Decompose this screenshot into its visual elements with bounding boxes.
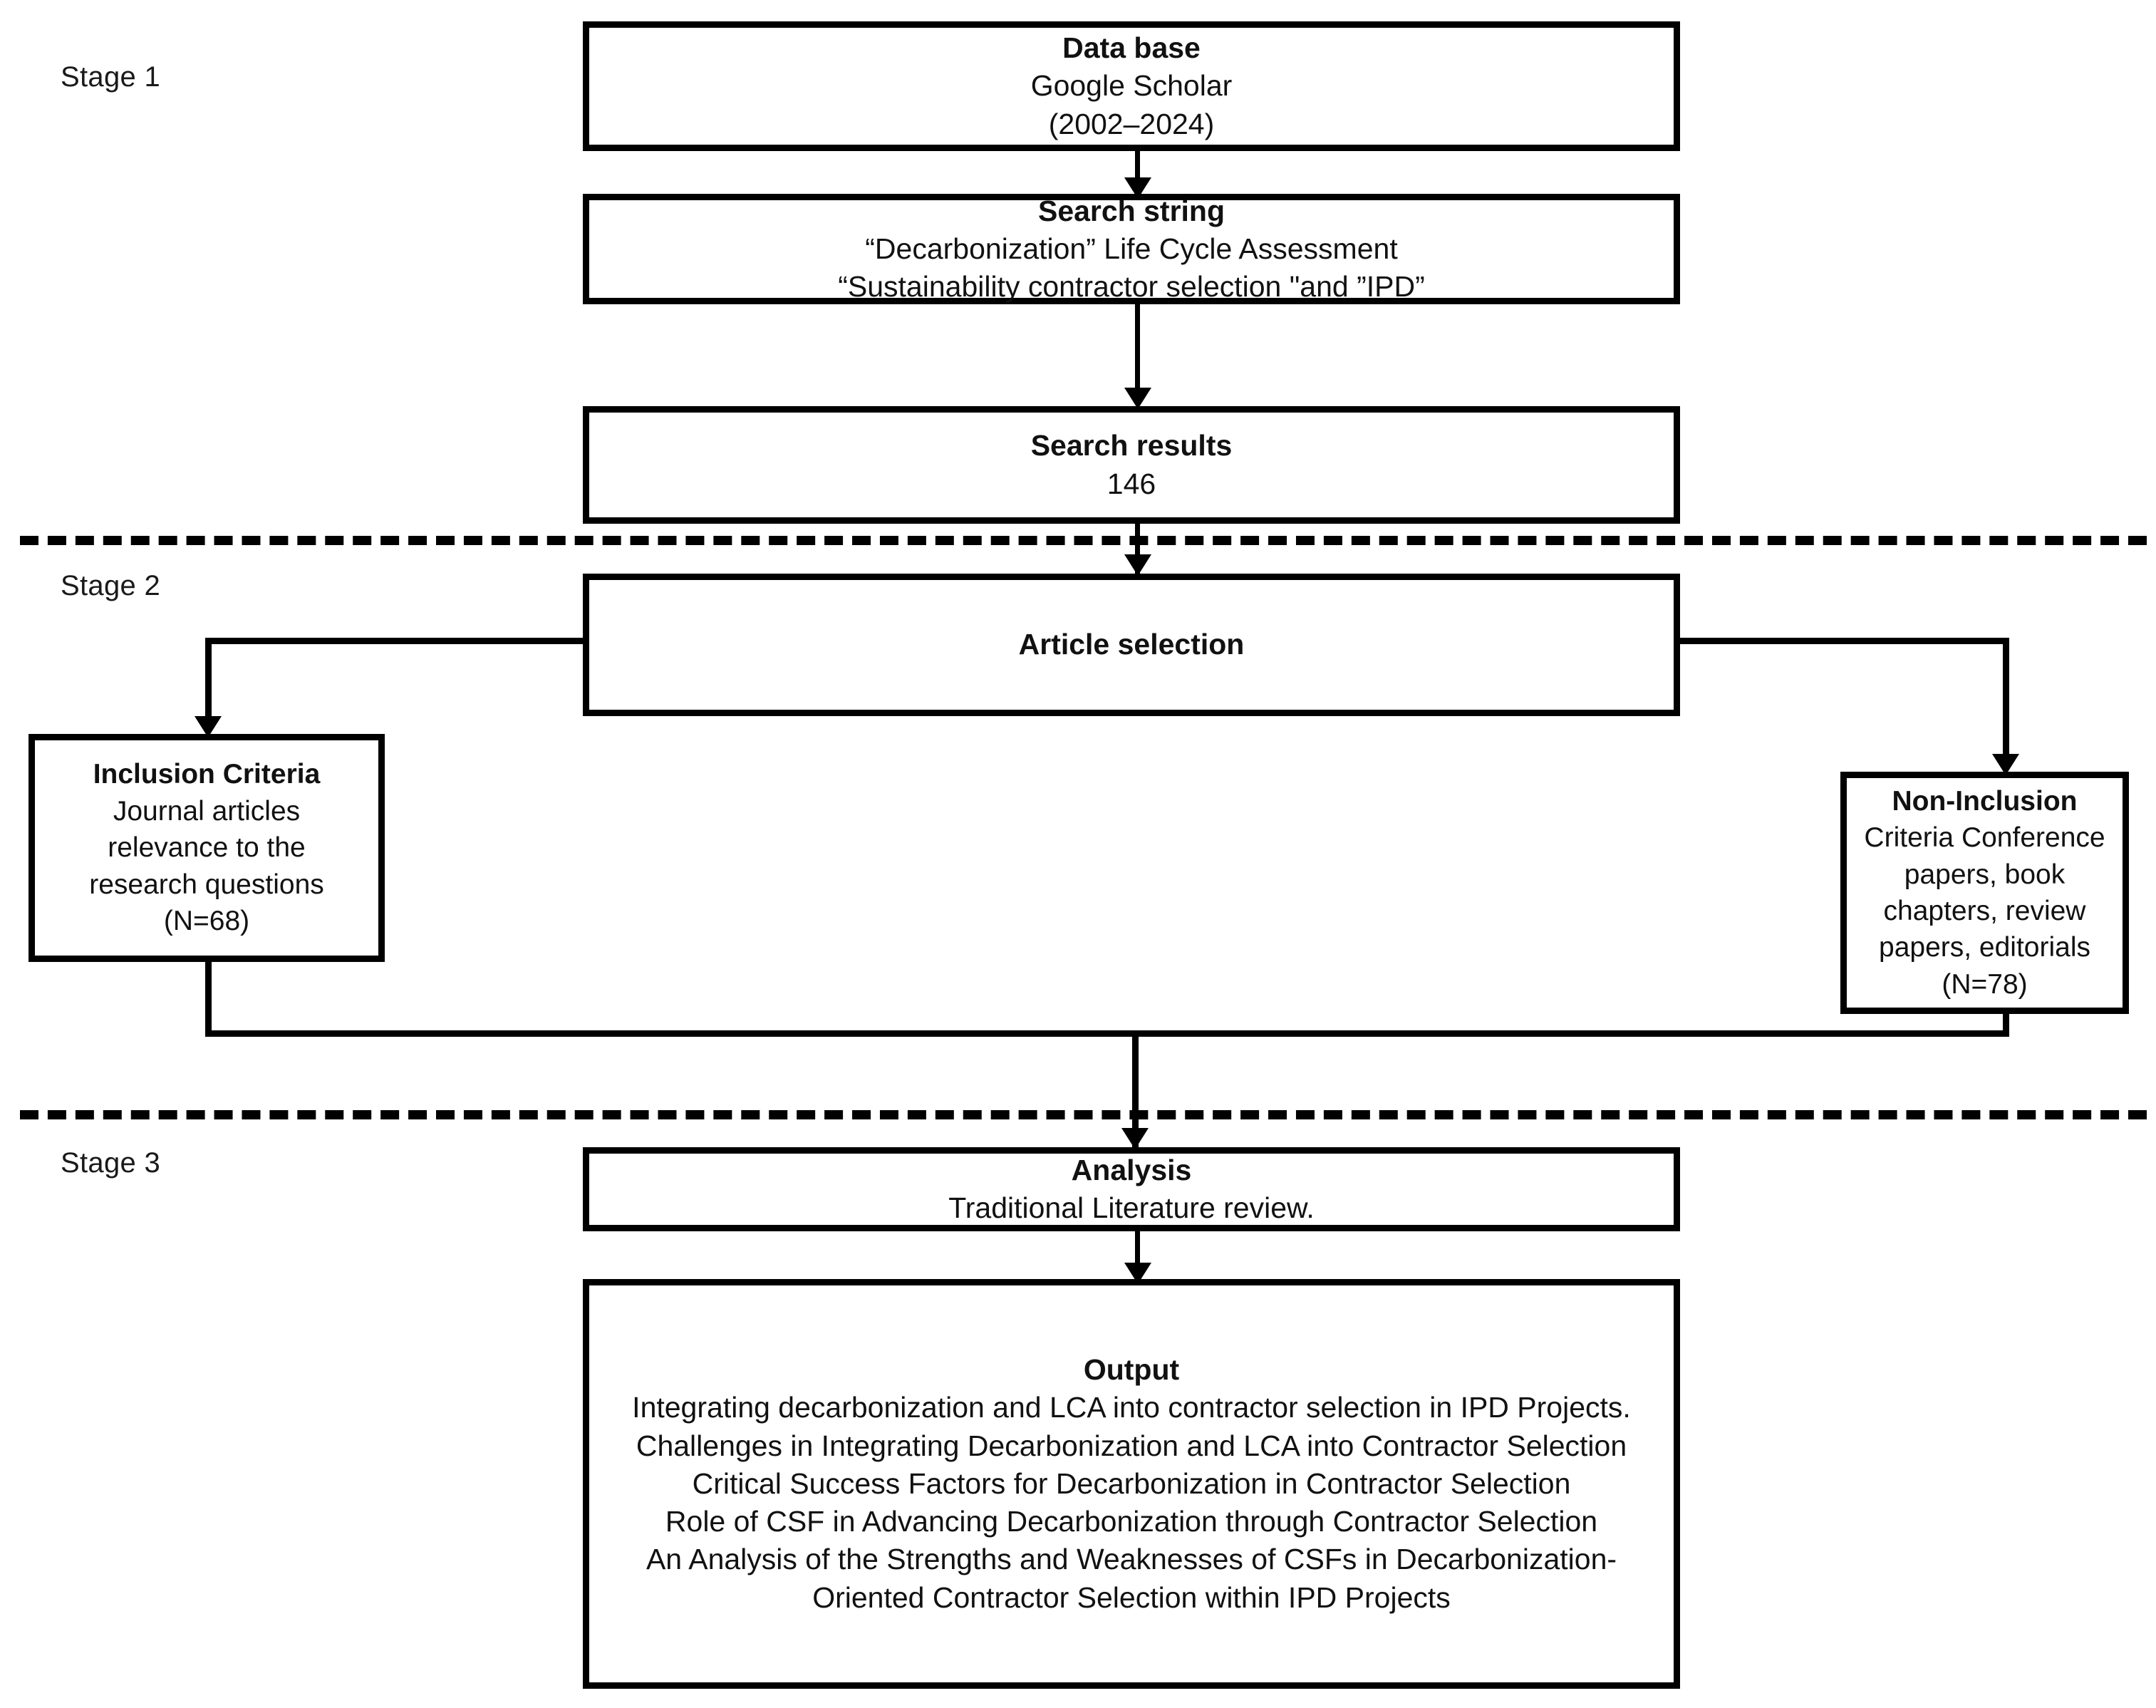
node-output-line3: Challenges in Integrating Decarbonizatio… [636, 1429, 1627, 1462]
node-non-inclusion-criteria-line6: (N=78) [1942, 968, 2028, 1000]
node-non-inclusion-criteria-title: Non-Inclusion [1892, 785, 2078, 817]
stage-divider-1-2 [20, 536, 2147, 545]
node-analysis[interactable]: Analysis Traditional Literature review. [583, 1147, 1680, 1231]
node-output[interactable]: Output Integrating decarbonization and L… [583, 1279, 1680, 1689]
node-inclusion-criteria-title: Inclusion Criteria [93, 759, 321, 790]
node-search-string-line2: “Decarbonization” Life Cycle Assessment [865, 232, 1398, 265]
node-inclusion-criteria[interactable]: Inclusion Criteria Journal articles rele… [28, 734, 385, 962]
node-database-title: Data base [1062, 31, 1201, 65]
connector-article-selection-right-branch [1660, 638, 2009, 644]
node-output-line7: Oriented Contractor Selection within IPD… [812, 1580, 1451, 1614]
node-inclusion-criteria-line2: Journal articles [113, 795, 301, 827]
node-non-inclusion-criteria-line3: papers, book [1904, 859, 2066, 890]
node-search-string-line3: “Sustainability contractor selection "an… [838, 270, 1425, 304]
connector-results-to-article-selection [1135, 522, 1140, 576]
arrowhead-search-results [1124, 388, 1151, 409]
connector-right-branch-down [2003, 638, 2009, 770]
stage-label-2: Stage 2 [61, 570, 160, 601]
node-analysis-title: Analysis [1071, 1153, 1192, 1186]
stage-divider-2-3 [20, 1110, 2147, 1119]
node-article-selection-title: Article selection [1018, 628, 1245, 661]
connector-merge-to-analysis [1132, 1030, 1139, 1148]
node-output-line4: Critical Success Factors for Decarboniza… [692, 1466, 1571, 1500]
node-output-line6: An Analysis of the Strengths and Weaknes… [646, 1543, 1617, 1576]
node-non-inclusion-criteria-line5: papers, editorials [1879, 932, 2090, 963]
node-article-selection[interactable]: Article selection [583, 574, 1680, 716]
node-analysis-line2: Traditional Literature review. [948, 1191, 1315, 1224]
arrowhead-article-selection [1124, 554, 1151, 576]
connector-inclusion-criteria-down [205, 955, 212, 1037]
connector-database-to-search-string [1135, 149, 1140, 192]
node-database-line3: (2002–2024) [1048, 107, 1215, 140]
connector-non-inclusion-criteria-down [2003, 1008, 2009, 1037]
node-database-line2: Google Scholar [1030, 69, 1233, 103]
connector-article-selection-left-branch [205, 638, 583, 644]
node-output-title: Output [1083, 1352, 1180, 1386]
connector-analysis-to-output [1135, 1229, 1140, 1290]
node-database[interactable]: Data base Google Scholar (2002–2024) [583, 21, 1680, 151]
node-search-results-title: Search results [1030, 429, 1233, 462]
node-non-inclusion-criteria[interactable]: Non-Inclusion Criteria Conference papers… [1840, 772, 2129, 1014]
stage-label-1: Stage 1 [61, 61, 160, 93]
node-non-inclusion-criteria-line2: Criteria Conference [1864, 822, 2105, 854]
node-inclusion-criteria-line4: research questions [89, 869, 324, 900]
node-non-inclusion-criteria-line4: chapters, review [1883, 896, 2086, 926]
node-search-results[interactable]: Search results 146 [583, 406, 1680, 524]
node-output-line2: Integrating decarbonization and LCA into… [632, 1391, 1631, 1424]
node-search-string[interactable]: Search string “Decarbonization” Life Cyc… [583, 194, 1680, 304]
connector-search-string-to-results [1135, 304, 1140, 403]
connector-left-branch-down [205, 638, 212, 732]
node-search-string-title: Search string [1037, 194, 1225, 227]
connector-merge-bar [205, 1030, 2009, 1037]
node-inclusion-criteria-line5: (N=68) [163, 906, 250, 937]
node-inclusion-criteria-line3: relevance to the [108, 832, 306, 864]
node-search-results-line2: 146 [1106, 467, 1156, 500]
arrowhead-analysis [1121, 1128, 1149, 1149]
stage-label-3: Stage 3 [61, 1147, 160, 1179]
node-output-line5: Role of CSF in Advancing Decarbonization… [665, 1505, 1598, 1538]
